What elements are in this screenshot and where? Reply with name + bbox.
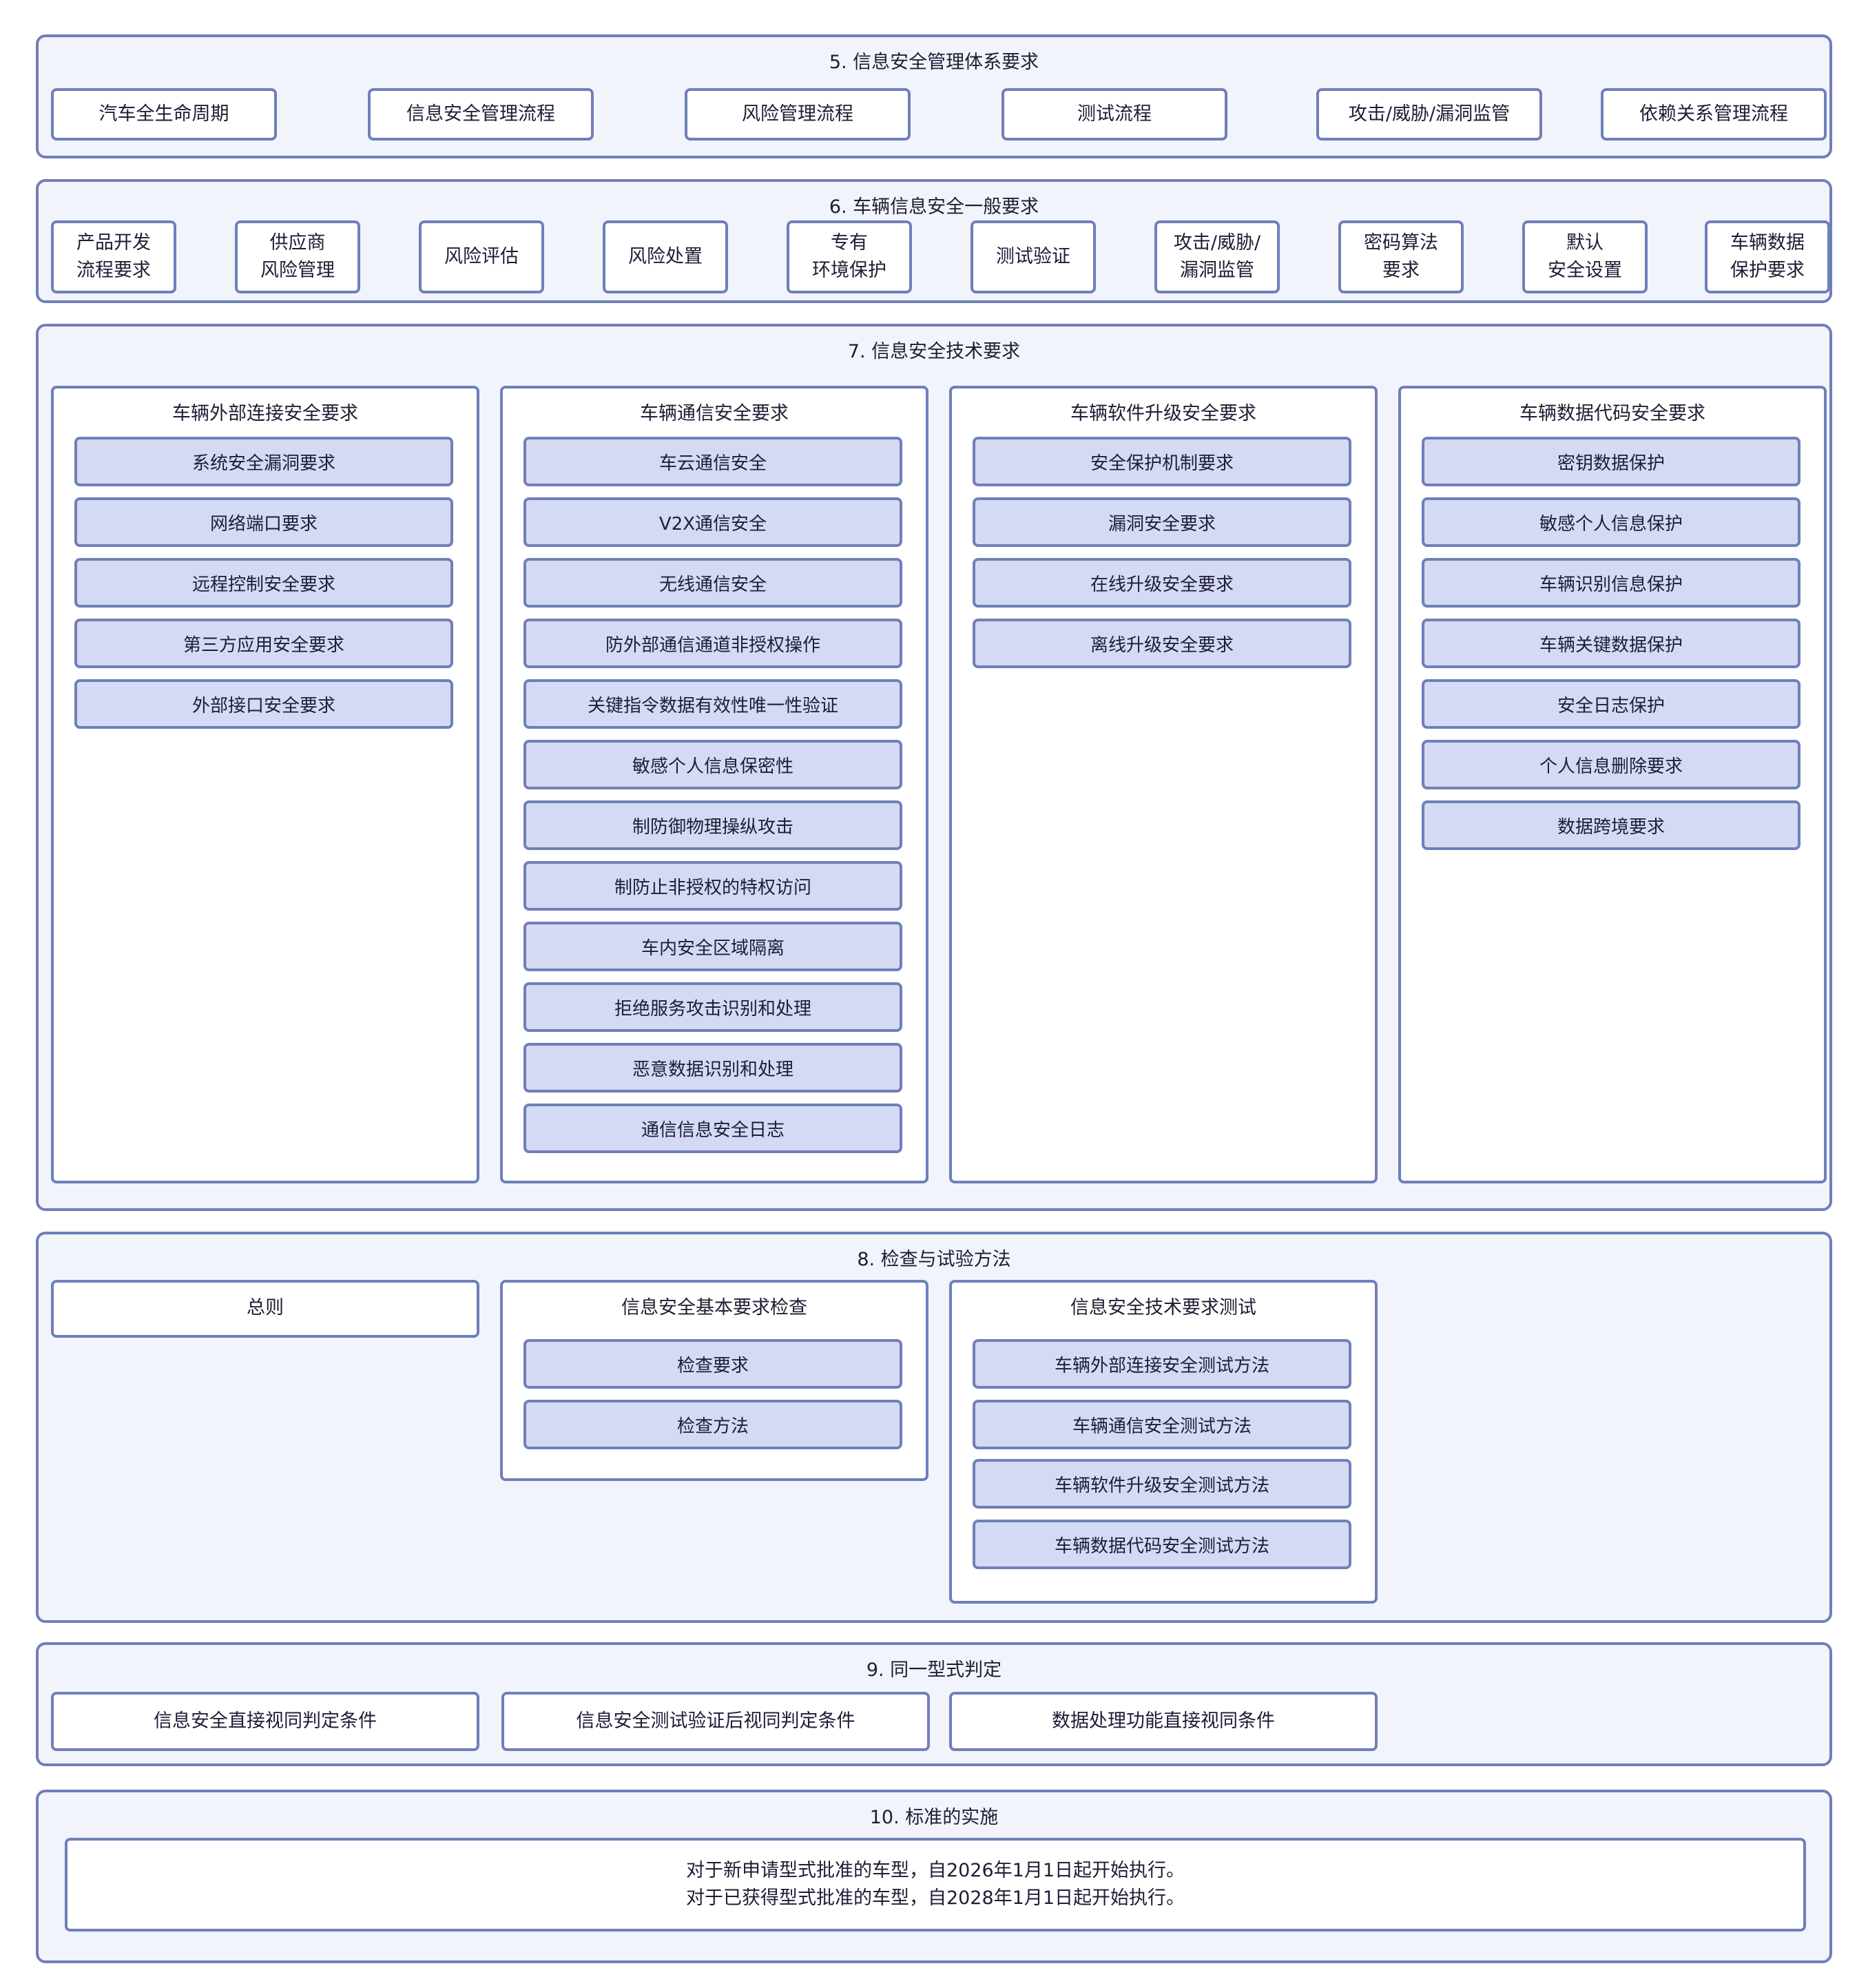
requirement-item: 数据跨境要求 xyxy=(1422,800,1800,850)
general-item: 供应商 风险管理 xyxy=(235,220,360,293)
basic-requirement-check: 信息安全基本要求检查 检查要求 检查方法 xyxy=(500,1280,928,1481)
check-item: 检查要求 xyxy=(523,1339,902,1389)
general-item: 风险评估 xyxy=(419,220,544,293)
general-item: 攻击/威胁/ 漏洞监管 xyxy=(1154,220,1280,293)
management-item: 测试流程 xyxy=(1002,88,1227,141)
general-item: 产品开发 流程要求 xyxy=(51,220,176,293)
requirement-item: 远程控制安全要求 xyxy=(74,558,453,608)
requirement-item: 安全保护机制要求 xyxy=(973,437,1351,486)
general-principles-box: 总则 xyxy=(51,1280,479,1338)
column-title: 信息安全基本要求检查 xyxy=(621,1297,807,1318)
requirement-item: 安全日志保护 xyxy=(1422,679,1800,729)
section-management-system: 5. 信息安全管理体系要求 汽车全生命周期 信息安全管理流程 风险管理流程 测试… xyxy=(36,34,1832,158)
section-title: 9. 同一型式判定 xyxy=(866,1659,1002,1681)
column-software-upgrade: 车辆软件升级安全要求 安全保护机制要求 漏洞安全要求 在线升级安全要求 离线升级… xyxy=(949,386,1378,1183)
general-item: 密码算法 要求 xyxy=(1338,220,1464,293)
requirement-item: 制防御物理操纵攻击 xyxy=(523,800,902,850)
requirement-item: 恶意数据识别和处理 xyxy=(523,1043,902,1093)
requirement-item: 关键指令数据有效性唯一性验证 xyxy=(523,679,902,729)
general-item: 车辆数据 保护要求 xyxy=(1705,220,1830,293)
requirement-item: 敏感个人信息保密性 xyxy=(523,740,902,789)
column-vehicle-communication: 车辆通信安全要求 车云通信安全 V2X通信安全 无线通信安全 防外部通信通道非授… xyxy=(500,386,928,1183)
technical-requirement-test: 信息安全技术要求测试 车辆外部连接安全测试方法 车辆通信安全测试方法 车辆软件升… xyxy=(949,1280,1378,1604)
test-method-item: 车辆通信安全测试方法 xyxy=(973,1400,1351,1449)
requirement-item: V2X通信安全 xyxy=(523,497,902,547)
section-inspection-methods: 8. 检查与试验方法 总则 信息安全基本要求检查 检查要求 检查方法 信息安全技… xyxy=(36,1232,1832,1623)
implementation-text: 对于新申请型式批准的车型，自2026年1月1日起开始执行。 对于已获得型式批准的… xyxy=(65,1838,1806,1932)
test-method-item: 车辆软件升级安全测试方法 xyxy=(973,1459,1351,1509)
requirement-item: 防外部通信通道非授权操作 xyxy=(523,619,902,668)
column-external-connection: 车辆外部连接安全要求 系统安全漏洞要求 网络端口要求 远程控制安全要求 第三方应… xyxy=(51,386,479,1183)
general-item: 风险处置 xyxy=(603,220,728,293)
section-standard-implementation: 10. 标准的实施 对于新申请型式批准的车型，自2026年1月1日起开始执行。 … xyxy=(36,1790,1832,1963)
section-title: 7. 信息安全技术要求 xyxy=(847,341,1021,362)
management-item: 汽车全生命周期 xyxy=(51,88,277,141)
column-title: 车辆外部连接安全要求 xyxy=(172,403,358,424)
column-data-code: 车辆数据代码安全要求 密钥数据保护 敏感个人信息保护 车辆识别信息保护 车辆关键… xyxy=(1398,386,1827,1183)
requirement-item: 敏感个人信息保护 xyxy=(1422,497,1800,547)
requirement-item: 在线升级安全要求 xyxy=(973,558,1351,608)
requirement-item: 车辆识别信息保护 xyxy=(1422,558,1800,608)
requirement-item: 网络端口要求 xyxy=(74,497,453,547)
management-item: 攻击/威胁/漏洞监管 xyxy=(1316,88,1542,141)
column-title: 信息安全技术要求测试 xyxy=(1070,1297,1256,1318)
general-item: 默认 安全设置 xyxy=(1522,220,1648,293)
requirement-item: 系统安全漏洞要求 xyxy=(74,437,453,486)
requirement-item: 第三方应用安全要求 xyxy=(74,619,453,668)
determination-item: 数据处理功能直接视同条件 xyxy=(949,1692,1378,1751)
column-title: 车辆数据代码安全要求 xyxy=(1519,403,1705,424)
requirement-item: 拒绝服务攻击识别和处理 xyxy=(523,982,902,1032)
section-title: 8. 检查与试验方法 xyxy=(857,1249,1011,1270)
requirement-item: 外部接口安全要求 xyxy=(74,679,453,729)
requirement-item: 制防止非授权的特权访问 xyxy=(523,861,902,911)
requirement-item: 车云通信安全 xyxy=(523,437,902,486)
column-title: 车辆软件升级安全要求 xyxy=(1070,403,1256,424)
management-item: 依赖关系管理流程 xyxy=(1601,88,1827,141)
management-item: 风险管理流程 xyxy=(685,88,911,141)
test-method-item: 车辆外部连接安全测试方法 xyxy=(973,1339,1351,1389)
general-item: 专有 环境保护 xyxy=(787,220,912,293)
requirement-item: 车内安全区域隔离 xyxy=(523,922,902,971)
determination-item: 信息安全直接视同判定条件 xyxy=(51,1692,479,1751)
requirement-item: 个人信息删除要求 xyxy=(1422,740,1800,789)
determination-item: 信息安全测试验证后视同判定条件 xyxy=(501,1692,930,1751)
test-method-item: 车辆数据代码安全测试方法 xyxy=(973,1520,1351,1569)
column-title: 总则 xyxy=(247,1297,284,1318)
requirement-item: 通信信息安全日志 xyxy=(523,1104,902,1153)
section-technical-requirements: 7. 信息安全技术要求 车辆外部连接安全要求 系统安全漏洞要求 网络端口要求 远… xyxy=(36,324,1832,1211)
general-item: 测试验证 xyxy=(971,220,1096,293)
section-general-requirements: 6. 车辆信息安全一般要求 产品开发 流程要求 供应商 风险管理 风险评估 风险… xyxy=(36,179,1832,303)
requirement-item: 漏洞安全要求 xyxy=(973,497,1351,547)
requirement-item: 车辆关键数据保护 xyxy=(1422,619,1800,668)
requirement-item: 密钥数据保护 xyxy=(1422,437,1800,486)
check-item: 检查方法 xyxy=(523,1400,902,1449)
section-title: 10. 标准的实施 xyxy=(869,1807,999,1828)
section-title: 5. 信息安全管理体系要求 xyxy=(829,52,1039,73)
requirement-item: 离线升级安全要求 xyxy=(973,619,1351,668)
management-item: 信息安全管理流程 xyxy=(368,88,594,141)
requirement-item: 无线通信安全 xyxy=(523,558,902,608)
section-type-determination: 9. 同一型式判定 信息安全直接视同判定条件 信息安全测试验证后视同判定条件 数… xyxy=(36,1642,1832,1766)
section-title: 6. 车辆信息安全一般要求 xyxy=(829,196,1039,218)
column-title: 车辆通信安全要求 xyxy=(640,403,789,424)
